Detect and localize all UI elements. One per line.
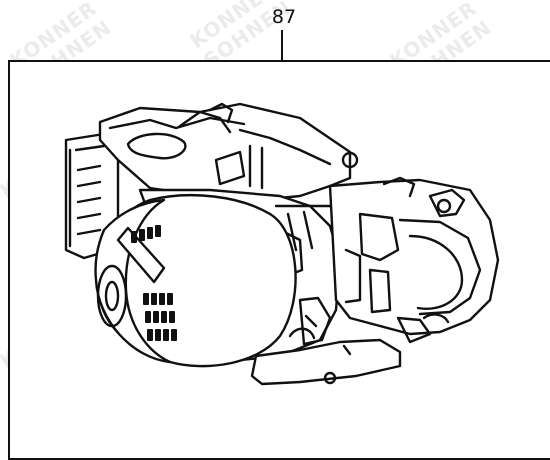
recoil-starter-cover	[94, 193, 297, 368]
right-components	[328, 176, 500, 344]
part-callout-number: 87	[271, 6, 297, 28]
air-filter-housing	[64, 132, 120, 260]
engine-assembly-illustration	[64, 102, 500, 386]
callout-leader-line	[281, 30, 283, 61]
upper-frame	[98, 102, 359, 202]
crankcase-base	[250, 296, 402, 386]
